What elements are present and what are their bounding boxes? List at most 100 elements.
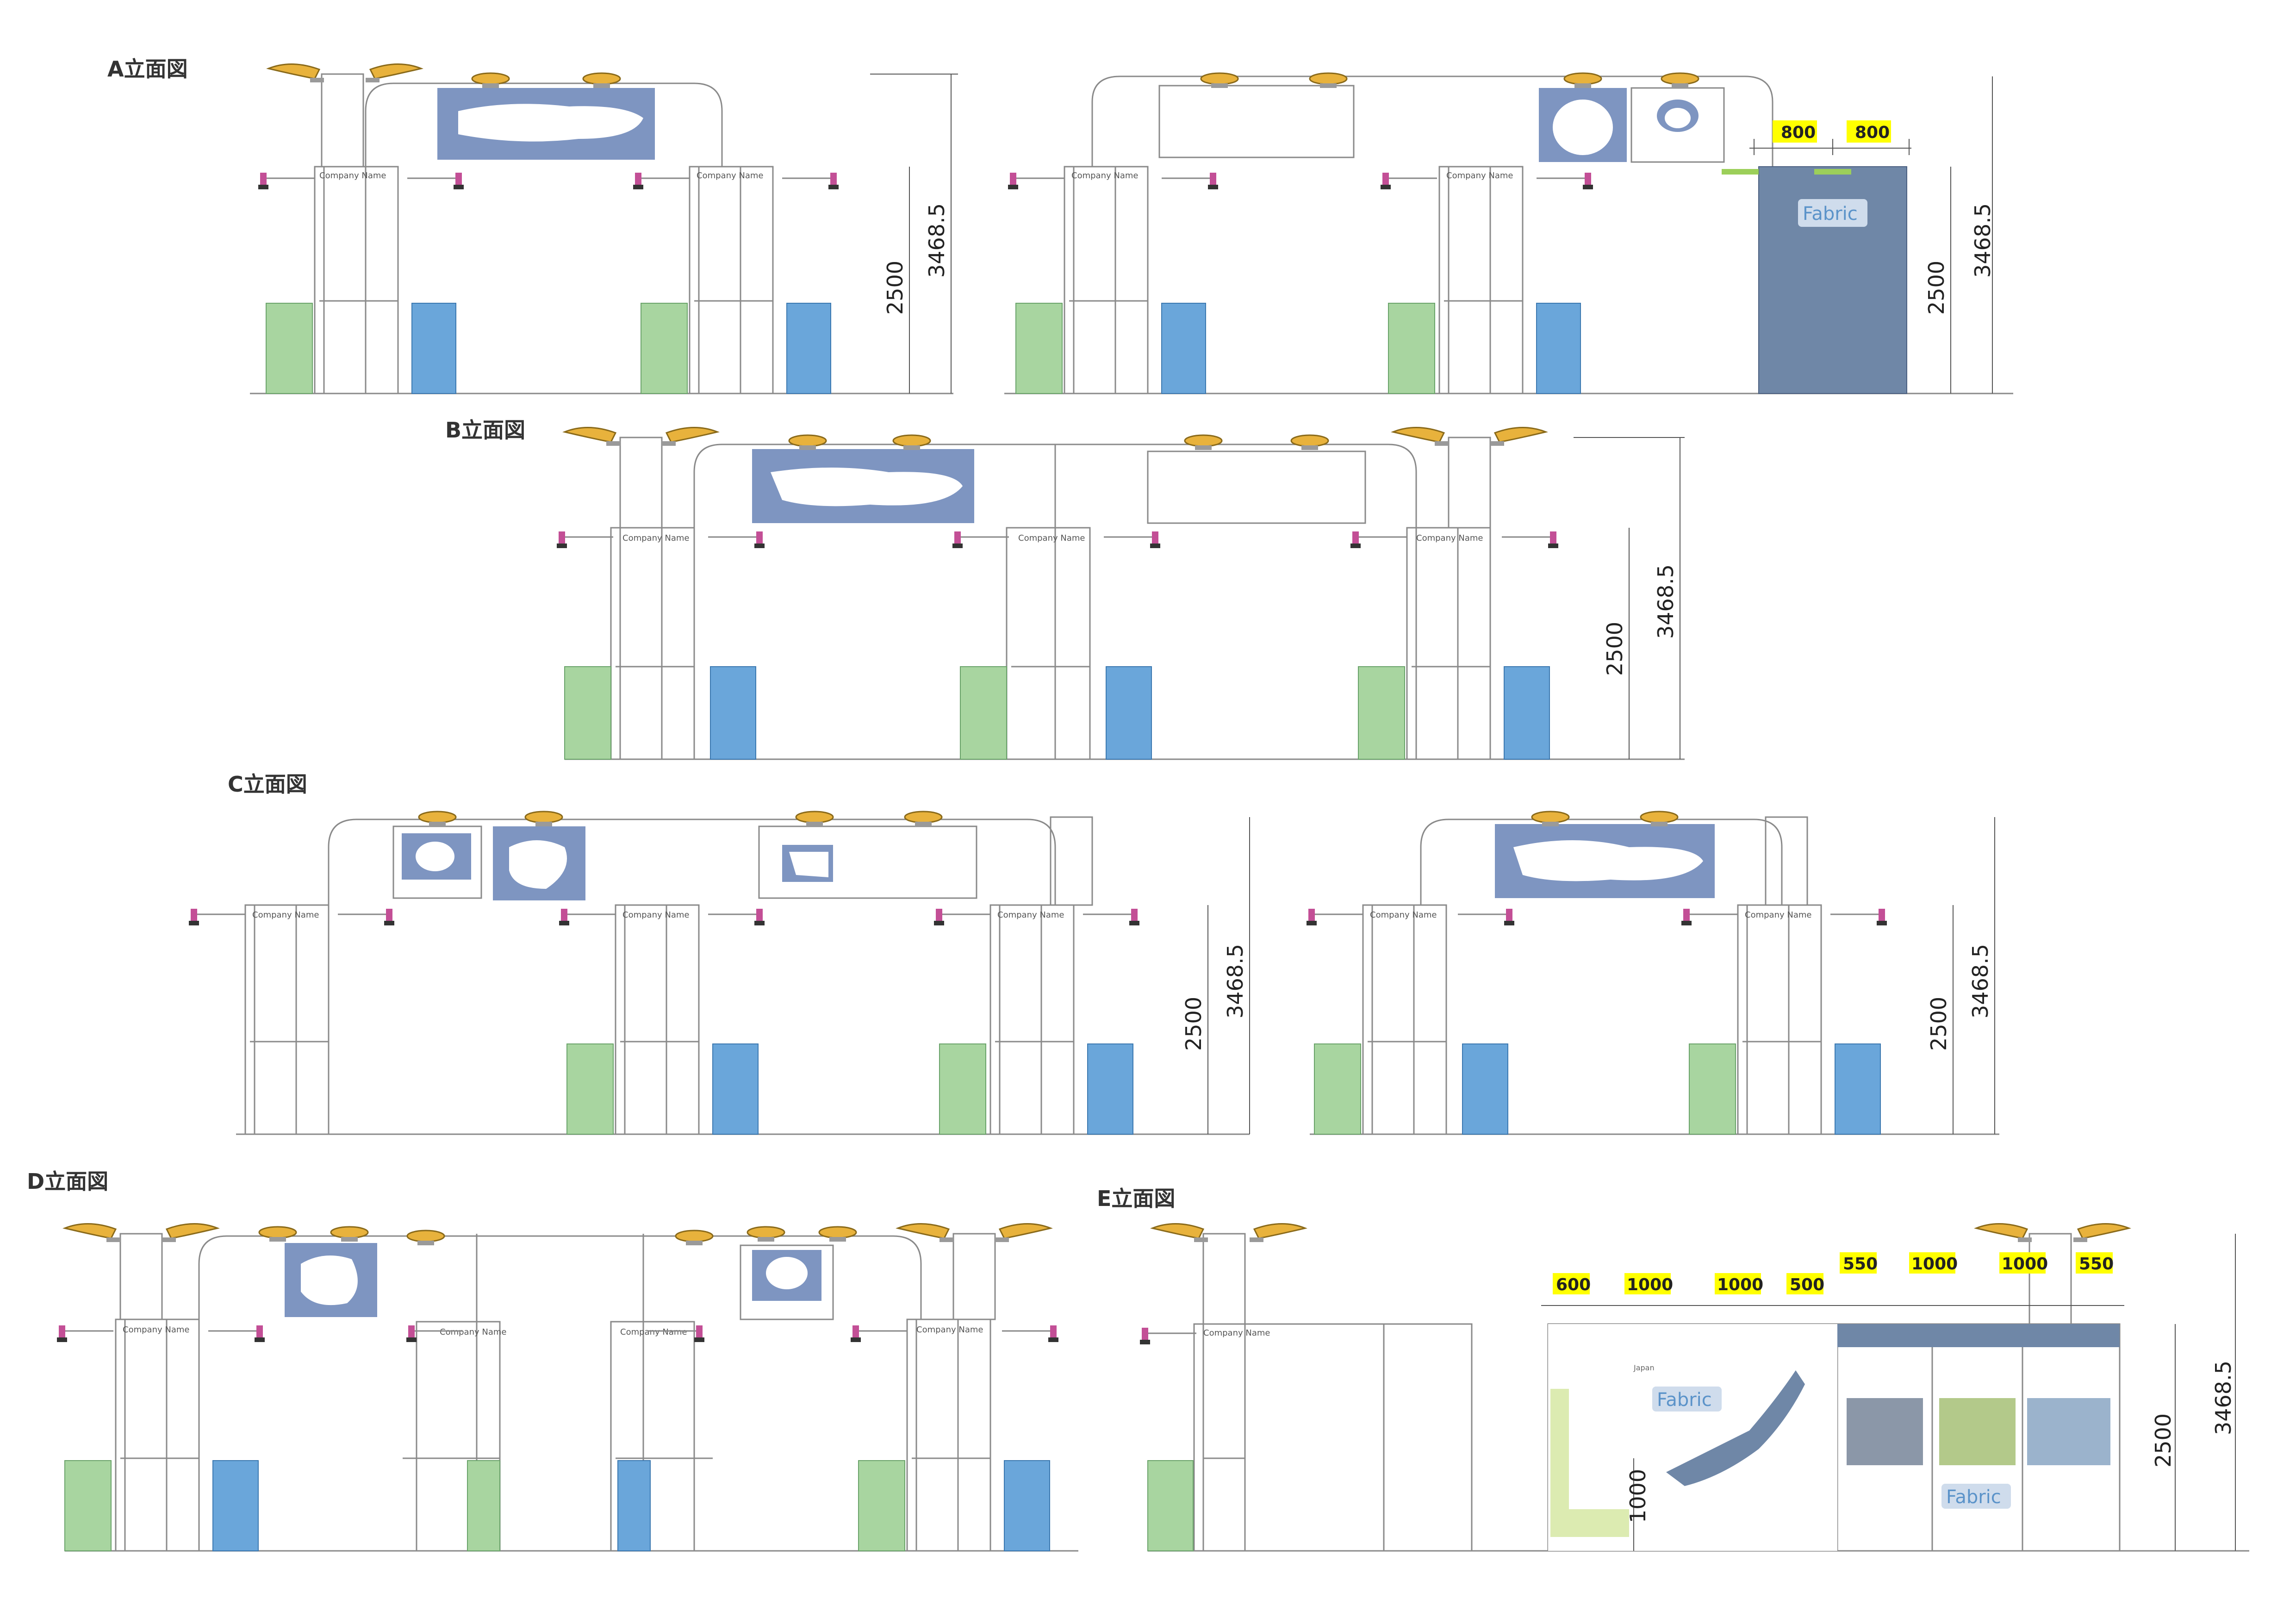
spotlight-icon: [781, 172, 840, 190]
company-name-sign: Company Name: [319, 171, 386, 181]
section-e-elevation: E立面図 Japan Fabric: [1097, 1186, 2249, 1552]
header-band: [1837, 1324, 2120, 1347]
spotlight-icon: [1380, 172, 1438, 190]
company-name-sign: Company Name: [1203, 1328, 1270, 1338]
spotlight-icon: [1829, 908, 1888, 926]
lamp-icon: [1661, 72, 1699, 89]
dim-height-panel: 2500: [1926, 997, 1951, 1051]
dimension-lines: [1541, 1234, 2236, 1551]
dim-width: 1000: [2002, 1255, 2048, 1274]
lamp-icon: [268, 63, 325, 83]
e-width-dims: 600 1000 1000 500 550 1000 1000 550: [1553, 1252, 2114, 1294]
spotlight-icon: [207, 1324, 266, 1343]
dim-width: 1000: [1627, 1275, 1673, 1294]
dimension-lines: [1574, 437, 1685, 759]
panel-blue: [710, 666, 756, 760]
lamp-icon: [524, 811, 563, 827]
lamp-icon: [258, 1226, 297, 1243]
dimension-lines: [1207, 817, 1250, 1134]
company-name-sign: Company Name: [997, 910, 1064, 920]
dimension-lines: [1953, 817, 1995, 1134]
company-name-sign: Company Name: [622, 533, 689, 543]
panel-blue: [1504, 666, 1550, 760]
panel-blue: [1087, 1043, 1133, 1135]
dim-height-total: 3468.5: [1653, 564, 1678, 639]
photo-panel: [2027, 1398, 2110, 1465]
spotlight-icon: [1161, 172, 1219, 190]
panel-green: [1689, 1043, 1736, 1135]
spotlight-icon: [558, 908, 616, 926]
lamp-icon: [994, 1223, 1052, 1243]
lamp-icon: [471, 72, 510, 89]
dim-height-total: 3468.5: [1223, 944, 1248, 1018]
section-b-elevation: B立面図 Company Name Company Name: [445, 418, 1685, 760]
lamp-icon: [892, 434, 931, 451]
company-name-sign: Company Name: [440, 1327, 506, 1337]
panel-green: [641, 303, 688, 394]
panel-blue: [411, 303, 456, 394]
dim-width: 1000: [1911, 1255, 1958, 1274]
dim-height-panel: 2500: [1602, 622, 1627, 676]
dim-height-total: 3468.5: [1970, 203, 1995, 278]
dimension-lines: [1749, 76, 1993, 394]
panel-green: [566, 1043, 614, 1135]
fabric-label: Fabric: [1803, 203, 1858, 225]
booth-c2: [1310, 816, 1999, 1135]
spotlight-icon: [1139, 1327, 1197, 1345]
panel-blue: [1106, 666, 1152, 760]
dim-width: 800: [1855, 123, 1890, 142]
panel-green: [1358, 666, 1405, 760]
panel-blue: [1536, 303, 1581, 394]
spotlight-icon: [1536, 172, 1594, 190]
spotlight-icon: [188, 908, 246, 926]
green-stripe: [1550, 1389, 1629, 1537]
lamp-icon: [661, 426, 718, 447]
panel-blue: [212, 1460, 259, 1551]
panel-green: [1147, 1460, 1194, 1551]
spotlight-icon: [337, 908, 395, 926]
lamp-icon: [818, 1226, 857, 1243]
panel-blue: [712, 1043, 759, 1135]
spotlight-icon: [406, 172, 465, 190]
dimension-lines: [870, 74, 958, 394]
dim-width: 500: [1790, 1275, 1824, 1294]
panel-blue: [786, 303, 831, 394]
lamp-icon: [1975, 1223, 2033, 1243]
spotlight-icon: [933, 908, 991, 926]
graphic-placeholder: [458, 104, 643, 142]
spotlight-icon: [257, 172, 316, 190]
dim-height-low: 1000: [1625, 1469, 1650, 1523]
lamp-icon: [1249, 1223, 1306, 1243]
spotlight-icon: [1680, 908, 1739, 926]
spotlight-icon: [1082, 908, 1140, 926]
fabric-label: Fabric: [1657, 1389, 1712, 1411]
company-name-sign: Company Name: [1370, 910, 1437, 920]
lamp-icon: [904, 811, 943, 827]
panel-green: [1388, 303, 1435, 394]
panel-green: [266, 303, 313, 394]
dim-height-total: 3468.5: [924, 203, 949, 278]
lamp-icon: [675, 1230, 714, 1246]
company-name-sign: Company Name: [1745, 910, 1811, 920]
spotlight-icon: [1306, 908, 1364, 926]
dim-height-panel: 2500: [2151, 1413, 2176, 1468]
japan-map: [1666, 1370, 1805, 1486]
section-d-title: D立面図: [27, 1169, 108, 1194]
panel-blue: [1835, 1043, 1881, 1135]
panel-green: [467, 1460, 500, 1551]
lamp-icon: [795, 811, 834, 827]
spotlight-icon: [1350, 531, 1408, 549]
spotlight-icon: [1103, 531, 1161, 549]
spotlight-icon: [556, 531, 614, 549]
lamp-icon: [330, 1226, 369, 1243]
graphic-placeholder: [771, 468, 963, 506]
dim-width: 550: [2079, 1255, 2114, 1274]
lamp-icon: [1489, 426, 1547, 447]
company-name-sign: Company Name: [1018, 533, 1085, 543]
panel-green: [858, 1460, 905, 1551]
dim-width: 800: [1781, 123, 1816, 142]
spotlight-icon: [1457, 908, 1515, 926]
spotlight-icon: [1501, 531, 1559, 549]
lamp-icon: [365, 63, 422, 83]
